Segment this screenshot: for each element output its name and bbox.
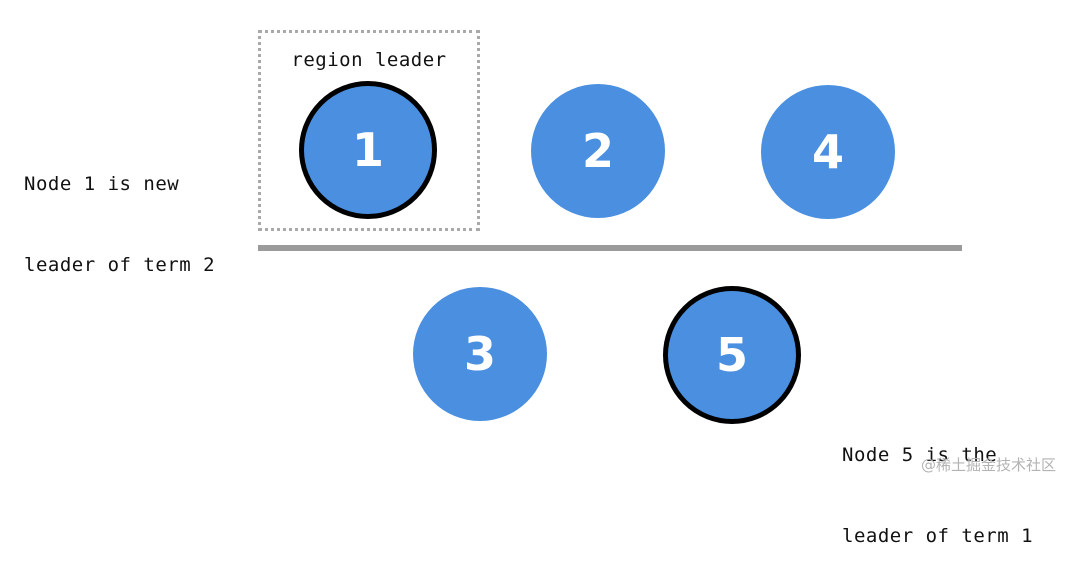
- node-label: 2: [581, 124, 614, 178]
- region-leader-box: region leader: [258, 30, 480, 231]
- node-label: 1: [351, 123, 384, 177]
- node-label: 3: [463, 327, 496, 381]
- annotation-node5-old-leader: Node 5 is the leader of term 1: [842, 388, 1033, 577]
- annotation-node1-new-leader: Node 1 is new leader of term 2: [24, 117, 215, 306]
- node-2: 2: [531, 84, 665, 218]
- annotation-line: leader of term 1: [842, 525, 1034, 547]
- diagram-canvas: { "region": { "label": "region leader" }…: [24, 30, 1056, 547]
- region-leader-label: region leader: [291, 49, 447, 71]
- node-3: 3: [413, 287, 547, 421]
- node-label: 4: [811, 125, 844, 179]
- watermark: @稀土掘金技术社区: [920, 456, 1056, 474]
- node-5: 5: [663, 286, 801, 424]
- partition-divider: [258, 245, 962, 251]
- node-4: 4: [761, 85, 895, 219]
- node-label: 5: [715, 328, 748, 382]
- annotation-line: leader of term 2: [24, 254, 216, 276]
- annotation-line: Node 1 is new: [24, 173, 180, 195]
- annotation-line: Node 5 is the: [842, 444, 998, 466]
- node-1: 1: [299, 81, 437, 219]
